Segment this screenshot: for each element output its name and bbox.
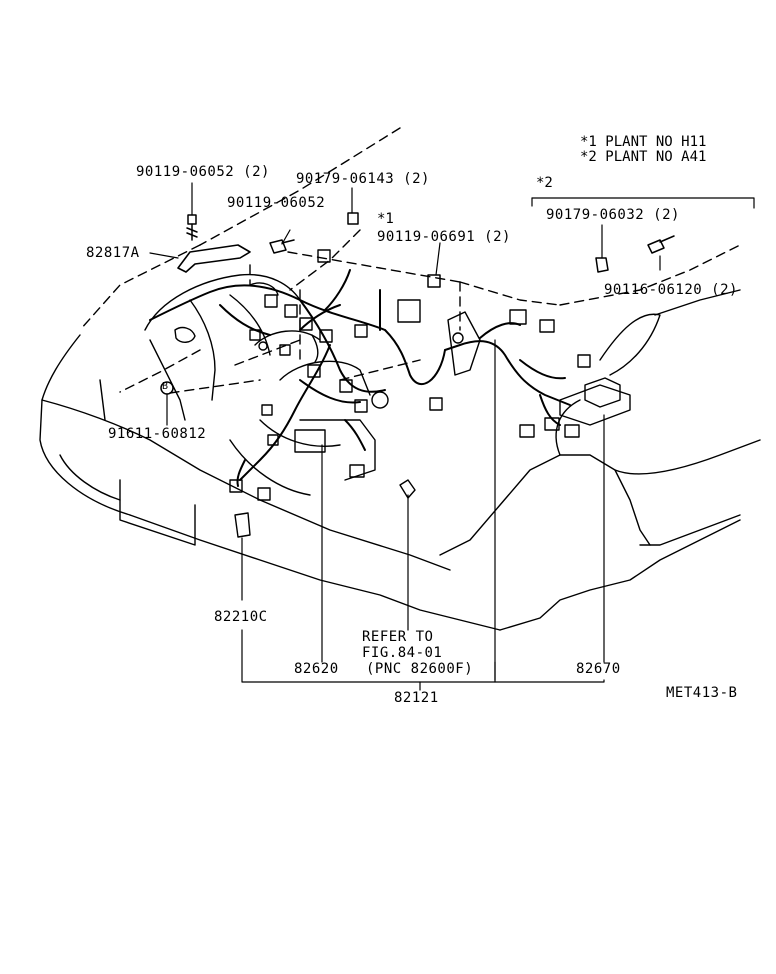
reference-line-1: REFER TO bbox=[362, 629, 434, 645]
body-outline bbox=[39, 289, 761, 631]
marker-b: B bbox=[162, 381, 169, 392]
group-mark-2: *2 bbox=[536, 175, 553, 191]
legend-line-2: *2 PLANT NO A41 bbox=[580, 149, 707, 165]
part-label-90119-06052: 90119-06052 bbox=[227, 195, 326, 211]
reference-line-2: FIG.84-01 bbox=[362, 645, 443, 661]
part-label-90179-06032-2: 90179-06032 (2) bbox=[546, 207, 680, 223]
part-label-90119-06691-2: 90119-06691 (2) bbox=[377, 229, 511, 245]
part-label-90179-06143-2: 90179-06143 (2) bbox=[296, 171, 430, 187]
part-label-91611-60812: 91611-60812 bbox=[108, 426, 207, 442]
part-label-82817a: 82817A bbox=[86, 245, 140, 261]
connectors bbox=[229, 249, 631, 538]
legend-line-1: *1 PLANT NO H11 bbox=[580, 134, 707, 150]
part-label-82670: 82670 bbox=[576, 661, 621, 677]
reference-line-3: (PNC 82600F) bbox=[366, 661, 474, 677]
part-label-90119-06052-2: 90119-06052 (2) bbox=[136, 164, 270, 180]
bracket-82817a bbox=[177, 244, 251, 273]
part-label-82620: 82620 bbox=[294, 661, 339, 677]
part-label-82121: 82121 bbox=[394, 690, 439, 706]
part-label-90116-06120-2: 90116-06120 (2) bbox=[604, 282, 738, 298]
group-mark-1: *1 bbox=[377, 211, 394, 227]
wire-harness bbox=[149, 269, 571, 487]
fasteners bbox=[160, 212, 675, 395]
diagram-id: MET413-B bbox=[666, 685, 738, 701]
part-label-82210c: 82210C bbox=[214, 609, 268, 625]
engine-block bbox=[144, 273, 376, 496]
leader-lines bbox=[149, 182, 755, 691]
